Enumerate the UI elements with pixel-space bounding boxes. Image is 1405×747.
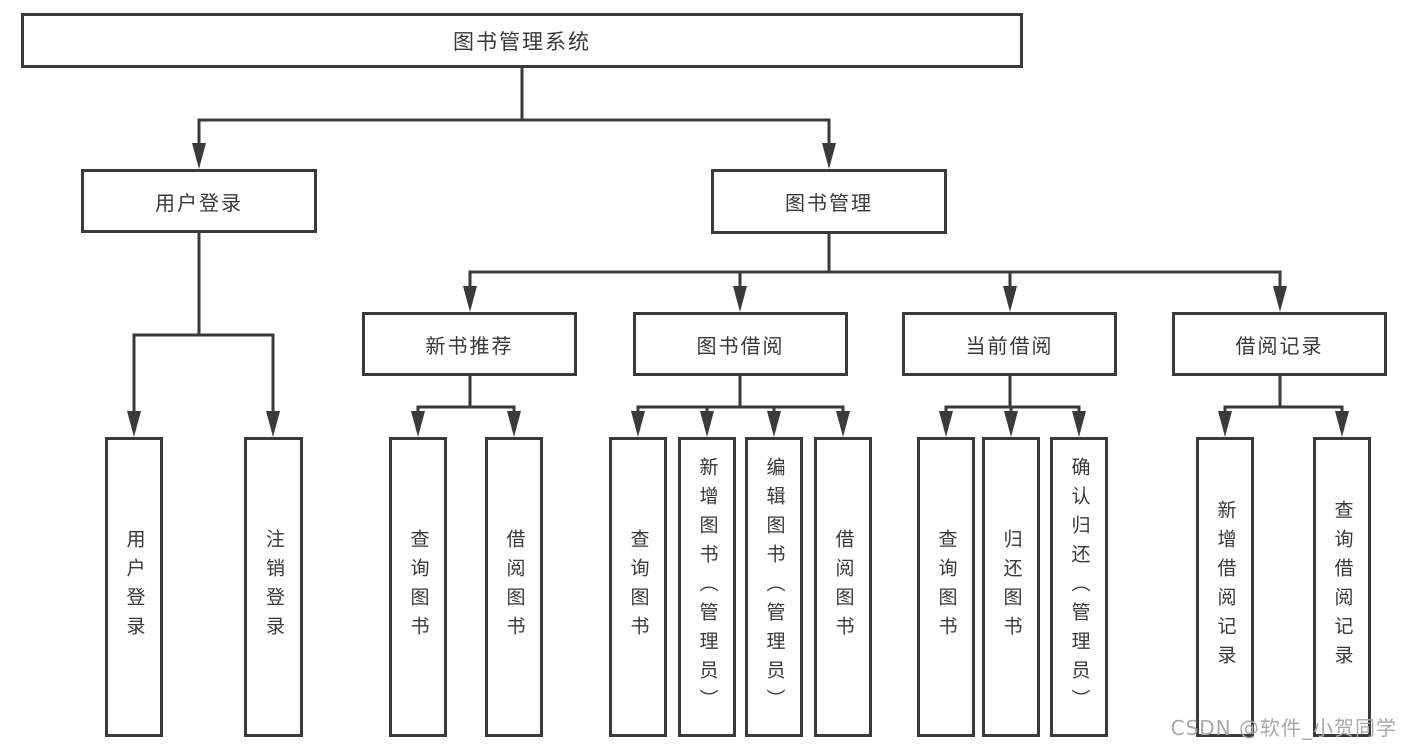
leaf-add-book-admin: 新增图书（管理员） [678, 437, 736, 737]
node-user-login: 用户登录 [81, 169, 317, 233]
node-book-management: 图书管理 [711, 169, 947, 234]
node-borrow-records: 借阅记录 [1172, 312, 1387, 376]
leaf-query-books-current: 查询图书 [917, 437, 975, 737]
node-root-system: 图书管理系统 [21, 13, 1023, 68]
leaf-logout: 注销登录 [244, 437, 303, 737]
leaf-confirm-return-admin: 确认归还（管理员） [1050, 437, 1108, 737]
leaf-add-borrow-record: 新增借阅记录 [1196, 437, 1254, 737]
node-new-book-recommend: 新书推荐 [362, 312, 577, 376]
leaf-query-books-borrow: 查询图书 [609, 437, 667, 737]
leaf-edit-book-admin: 编辑图书（管理员） [745, 437, 803, 737]
leaf-user-login: 用户登录 [105, 437, 163, 737]
leaf-query-books-recommend: 查询图书 [389, 437, 447, 737]
leaf-borrow-books-recommend: 借阅图书 [485, 437, 543, 737]
node-current-borrow: 当前借阅 [902, 312, 1117, 376]
leaf-query-borrow-record: 查询借阅记录 [1313, 437, 1371, 737]
leaf-return-book: 归还图书 [982, 437, 1040, 737]
node-book-borrow: 图书借阅 [633, 312, 848, 376]
csdn-watermark: CSDN @软件_小贺同学 [1170, 716, 1397, 740]
leaf-borrow-books: 借阅图书 [814, 437, 872, 737]
